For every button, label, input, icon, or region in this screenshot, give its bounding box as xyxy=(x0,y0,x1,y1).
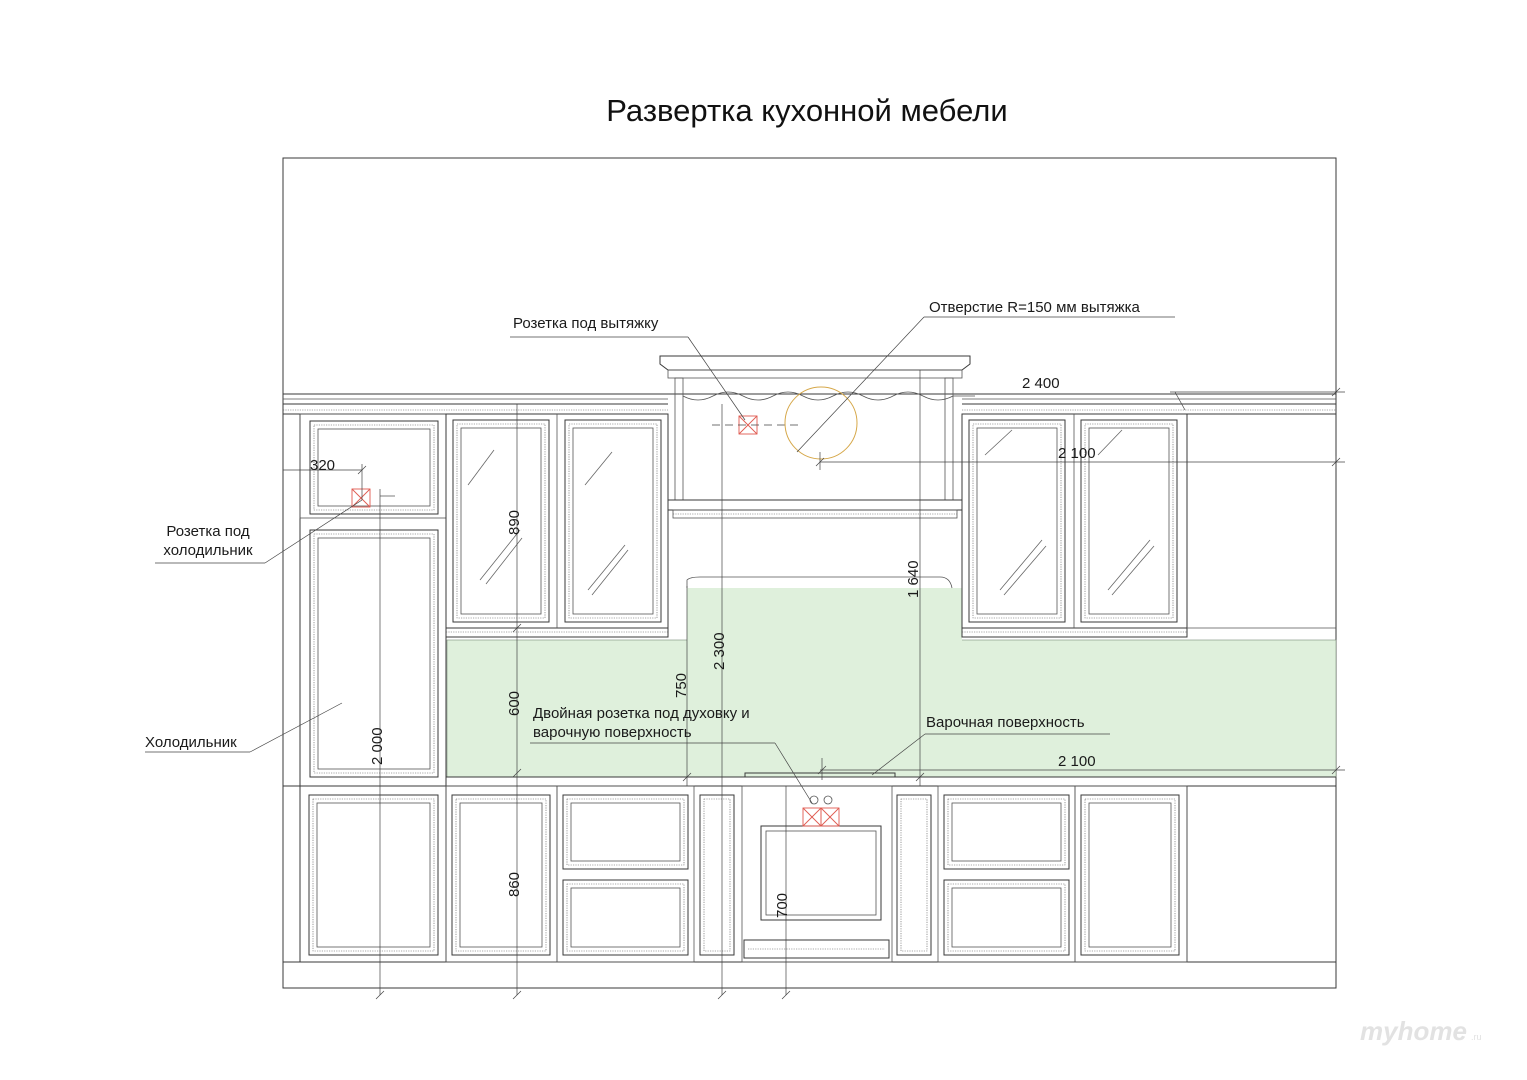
dim-600: 600 xyxy=(506,691,523,716)
dim-750: 750 xyxy=(673,673,690,698)
dim-890: 890 xyxy=(506,510,523,535)
glass-door-4 xyxy=(1080,419,1178,623)
upper-right-cabinet xyxy=(961,413,1188,638)
watermark-suffix: .ru xyxy=(1471,1032,1482,1042)
dim-1640: 1 640 xyxy=(905,560,922,598)
label-oven-socket-line1: Двойная розетка под духовку и xyxy=(533,705,750,722)
glass-door-2 xyxy=(564,419,662,623)
glass-door-1 xyxy=(452,419,550,623)
dim-2100-bottom: 2 100 xyxy=(1058,753,1096,770)
cooktop xyxy=(744,772,896,778)
label-fridge: Холодильник xyxy=(145,734,237,751)
watermark: myhome xyxy=(1360,1016,1467,1046)
wall-outline xyxy=(282,157,1337,989)
label-hood-socket: Розетка под вытяжку xyxy=(513,315,659,332)
dim-2400: 2 400 xyxy=(1022,375,1060,392)
backsplash-area xyxy=(446,639,1337,778)
label-hood-hole: Отверстие R=150 мм вытяжка xyxy=(929,299,1141,316)
label-oven-socket-line2: варочную поверхность xyxy=(533,724,692,741)
dim-2300: 2 300 xyxy=(711,632,728,670)
label-cooktop: Варочная поверхность xyxy=(926,714,1085,731)
dim-700: 700 xyxy=(774,893,791,918)
hood-vent-hole xyxy=(784,386,858,460)
oven xyxy=(741,785,893,963)
dim-860: 860 xyxy=(506,872,523,897)
range-hood xyxy=(659,355,975,589)
dim-320: 320 xyxy=(310,457,335,474)
label-fridge-socket-line2: холодильник xyxy=(163,542,253,559)
dim-2000: 2 000 xyxy=(369,727,386,765)
fridge-door xyxy=(309,529,439,778)
backsplash-hood-area xyxy=(687,588,962,641)
oven-socket-icon xyxy=(802,795,840,827)
drawing-title: Развертка кухонной мебели xyxy=(606,93,1007,128)
fridge-socket-icon xyxy=(351,488,371,508)
label-fridge-socket-line1: Розетка под xyxy=(166,523,249,540)
glass-door-3 xyxy=(968,419,1066,623)
dim-2100-top: 2 100 xyxy=(1058,445,1096,462)
